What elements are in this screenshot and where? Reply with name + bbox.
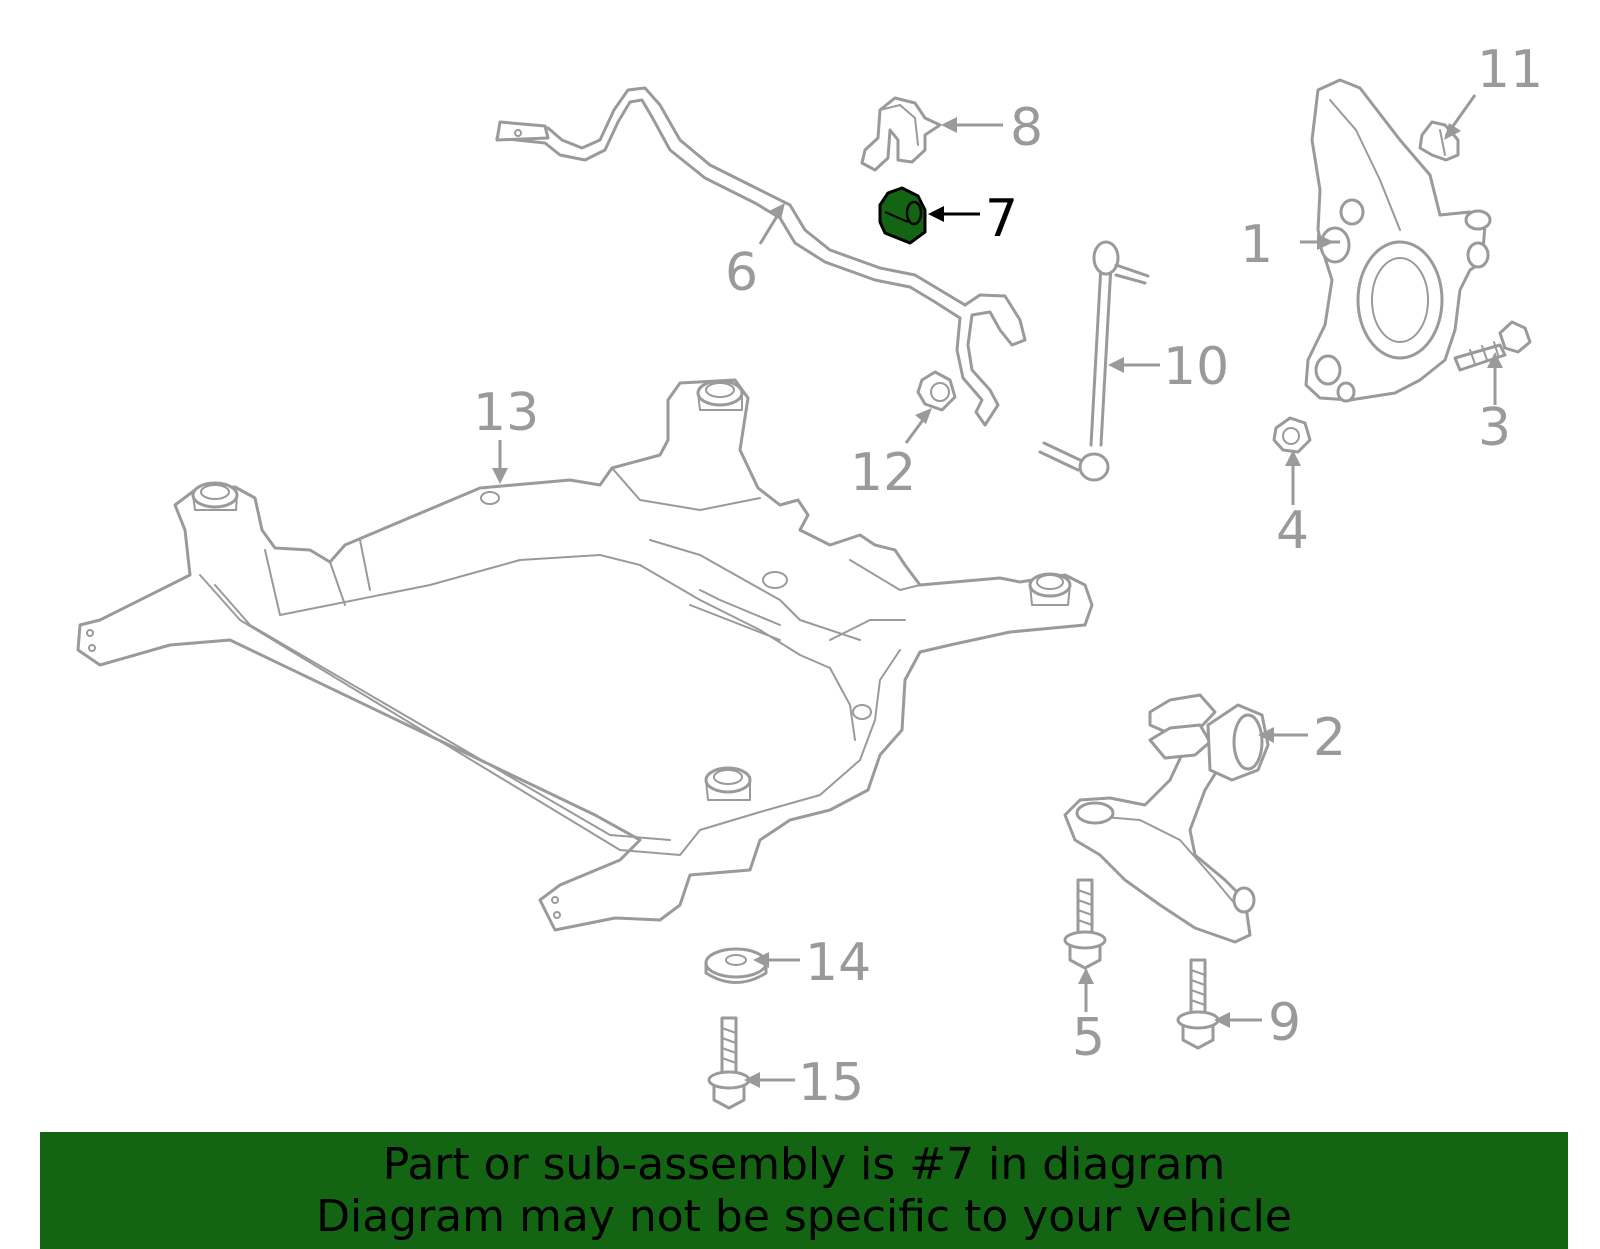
callout-9: 9 [1268,993,1301,1053]
stabilizer-bushing-part[interactable] [878,186,927,245]
callout-12: 12 [850,443,916,503]
banner-line-1: Part or sub-assembly is #7 in diagram [382,1138,1226,1190]
washer-part[interactable] [704,947,768,984]
parts-diagram: 1 2 3 4 5 6 7 8 9 10 11 12 13 14 15 [76,40,1543,1113]
callout-5: 5 [1072,1008,1105,1068]
callout-6: 6 [725,243,758,303]
stabilizer-clamp-part[interactable] [860,96,942,172]
knuckle-bolt-part[interactable] [1453,320,1532,372]
callout-arrows [492,94,1503,1088]
banner-line-2: Diagram may not be specific to your vehi… [316,1190,1292,1242]
link-nut-part[interactable] [916,370,957,412]
knuckle-nut-part[interactable] [1272,416,1312,454]
callout-4: 4 [1276,501,1309,561]
ball-joint-bolt-part[interactable] [1176,958,1220,1050]
callout-11: 11 [1477,40,1543,100]
callout-14: 14 [805,933,871,993]
callout-2: 2 [1313,708,1346,768]
control-arm-bolt-part[interactable] [1063,878,1107,970]
callout-7: 7 [985,189,1018,249]
callout-15: 15 [798,1053,864,1113]
stabilizer-bar-part[interactable] [495,86,1027,427]
front-subframe-part[interactable] [76,378,1094,932]
callout-10: 10 [1163,337,1229,397]
info-banner: Part or sub-assembly is #7 in diagram Di… [40,1132,1568,1249]
lower-control-arm-part[interactable] [1063,693,1270,944]
callout-3: 3 [1478,398,1511,458]
subframe-bolt-part[interactable] [707,1016,751,1110]
stabilizer-link-part[interactable] [1038,240,1150,482]
steering-knuckle-part[interactable] [1304,78,1492,403]
callout-1: 1 [1240,215,1273,275]
callout-8: 8 [1010,98,1043,158]
callout-13: 13 [473,383,539,443]
